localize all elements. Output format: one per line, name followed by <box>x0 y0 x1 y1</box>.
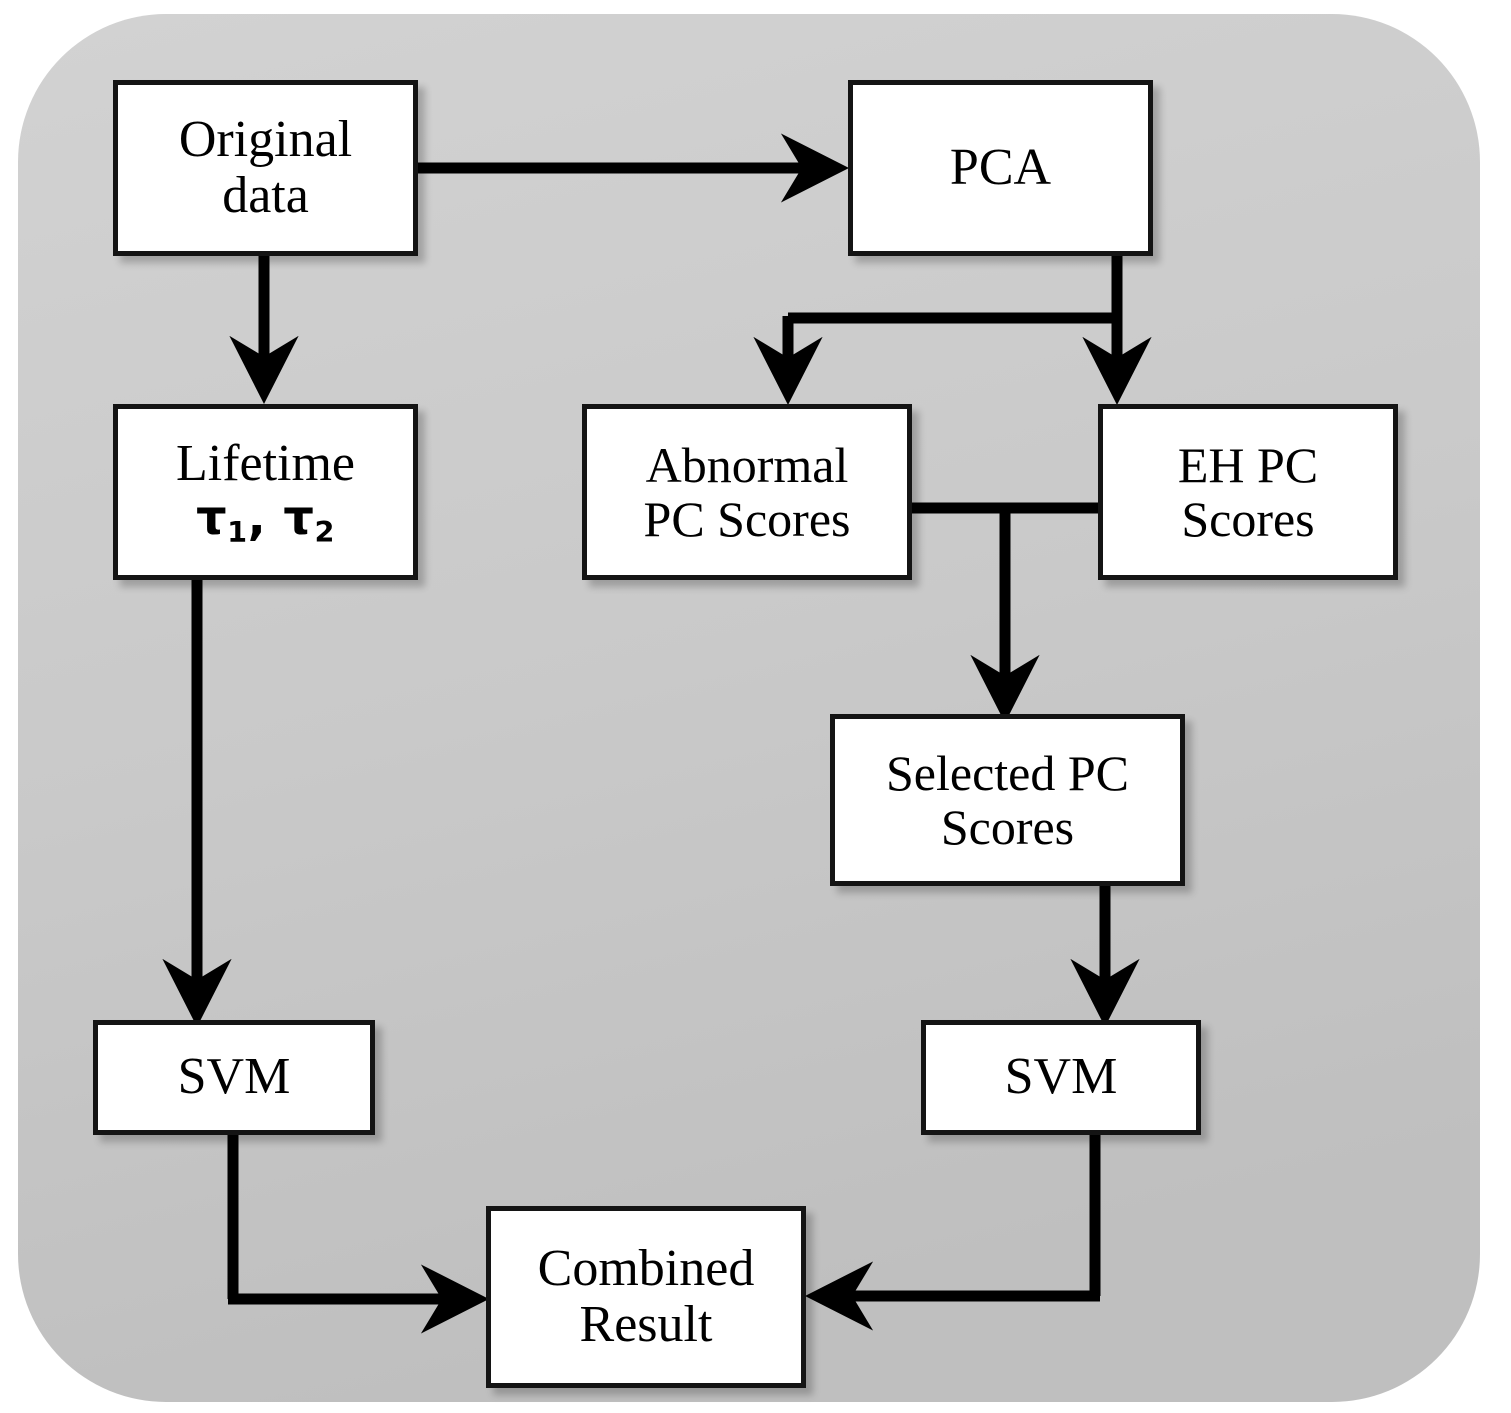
node-svm-left[interactable]: SVM <box>93 1020 375 1135</box>
tau-2-subscript: 2 <box>314 514 335 549</box>
node-original-data-line1: Original <box>178 110 353 168</box>
node-combined-result[interactable]: Combined Result <box>486 1206 806 1388</box>
node-combined-result-line2: Result <box>579 1296 713 1353</box>
tau-2-symbol: τ <box>283 490 315 546</box>
node-selected-pc-scores-line2: Scores <box>940 799 1075 855</box>
node-selected-pc-scores[interactable]: Selected PC Scores <box>830 714 1185 886</box>
node-eh-pc-scores[interactable]: EH PC Scores <box>1098 404 1398 580</box>
node-svm-right[interactable]: SVM <box>921 1020 1201 1135</box>
node-original-data[interactable]: Original data <box>113 80 418 256</box>
node-eh-pc-scores-line1: EH PC <box>1177 437 1319 493</box>
node-lifetime[interactable]: Lifetime τ1, τ2 <box>113 404 418 580</box>
node-combined-result-line1: Combined <box>537 1239 755 1297</box>
node-svm-right-label: SVM <box>1004 1048 1118 1106</box>
node-selected-pc-scores-line1: Selected PC <box>885 745 1130 801</box>
tau-1-subscript: 1 <box>227 514 248 549</box>
node-eh-pc-scores-line2: Scores <box>1181 491 1315 547</box>
node-abnormal-pc-scores-line1: Abnormal <box>645 437 849 493</box>
node-pca-label: PCA <box>949 138 1052 196</box>
node-lifetime-line1: Lifetime <box>175 435 356 493</box>
node-pca[interactable]: PCA <box>848 80 1153 256</box>
node-svm-left-label: SVM <box>177 1048 291 1106</box>
node-original-data-line2: data <box>222 167 309 224</box>
node-abnormal-pc-scores-line2: PC Scores <box>643 491 851 547</box>
node-lifetime-taus: τ1, τ2 <box>196 490 335 549</box>
node-abnormal-pc-scores[interactable]: Abnormal PC Scores <box>582 404 912 580</box>
tau-separator: , <box>247 490 284 546</box>
tau-1-symbol: τ <box>196 490 228 546</box>
